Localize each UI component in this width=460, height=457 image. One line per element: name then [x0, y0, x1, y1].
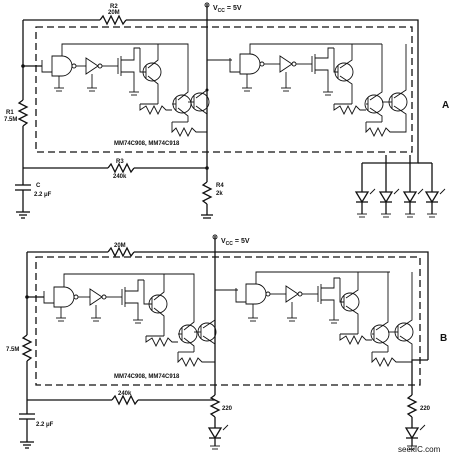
led-a4-icon [424, 191, 440, 204]
r3-name-label: R3 [116, 159, 124, 165]
ic-label-a: MM74C908, MM74C918 [114, 141, 180, 147]
vcc-label-b: VCC= 5V [221, 238, 250, 247]
inverter-b1 [89, 288, 103, 306]
led-branch-b2: 220 [404, 359, 431, 450]
r-led1-value-label: 220 [222, 406, 233, 412]
inverter-a2 [279, 55, 293, 73]
led-b2-icon [404, 427, 420, 440]
r4-value-label: 2k [216, 191, 223, 197]
led-array-a [354, 155, 446, 218]
ic-label-b: MM74C908, MM74C918 [114, 374, 180, 380]
led-a1-icon [354, 191, 370, 204]
ic-package-outline-b [35, 256, 421, 386]
ic-stage-b2 [214, 271, 414, 368]
led-a3-icon [402, 191, 418, 204]
r1-value-label: 7.5M [4, 117, 17, 123]
c-value-label: 2.2 μF [34, 192, 52, 198]
ic-stage-a2 [206, 43, 408, 138]
r-mid-value-label: 240k [118, 391, 132, 397]
inverter-a1 [85, 57, 99, 75]
r3-value-label: 240k [113, 174, 127, 180]
r-top-value-label: 20M [114, 243, 126, 249]
c-value-label-b: 2.2 μF [36, 422, 54, 428]
r2-name-label: R2 [110, 4, 118, 10]
inverter-b2 [285, 285, 299, 303]
ic-stage-a1 [41, 43, 210, 138]
c-name-label: C [36, 183, 41, 189]
r1-name-label: R1 [6, 110, 14, 116]
r-left-value-label: 7.5M [6, 347, 19, 353]
panel-label-a: A [442, 100, 449, 111]
nand-gate-b1 [53, 286, 75, 308]
circuit-a: VCC= 5V R2 20M R1 7.5M C 2.2 μF R3 240k [4, 2, 449, 219]
nand-gate-a2 [239, 53, 261, 75]
panel-label-b: B [440, 333, 447, 344]
watermark: seekIC.com [398, 445, 441, 454]
nand-gate-a1 [51, 55, 73, 77]
r-led2-value-label: 220 [420, 406, 431, 412]
r4-name-label: R4 [216, 183, 224, 189]
circuit-b: VCC= 5V 20M 7.5M 2.2 μF 240k [6, 234, 447, 450]
led-b1-icon [207, 427, 223, 440]
led-a2-icon [378, 191, 394, 204]
vcc-label-a: VCC= 5V [213, 5, 242, 14]
led-branch-b1: 220 [207, 394, 233, 450]
nand-gate-b2 [245, 283, 267, 305]
ic-package-outline-a [35, 26, 413, 153]
ic-stage-b1 [43, 273, 217, 368]
r2-value-label: 20M [108, 10, 120, 16]
